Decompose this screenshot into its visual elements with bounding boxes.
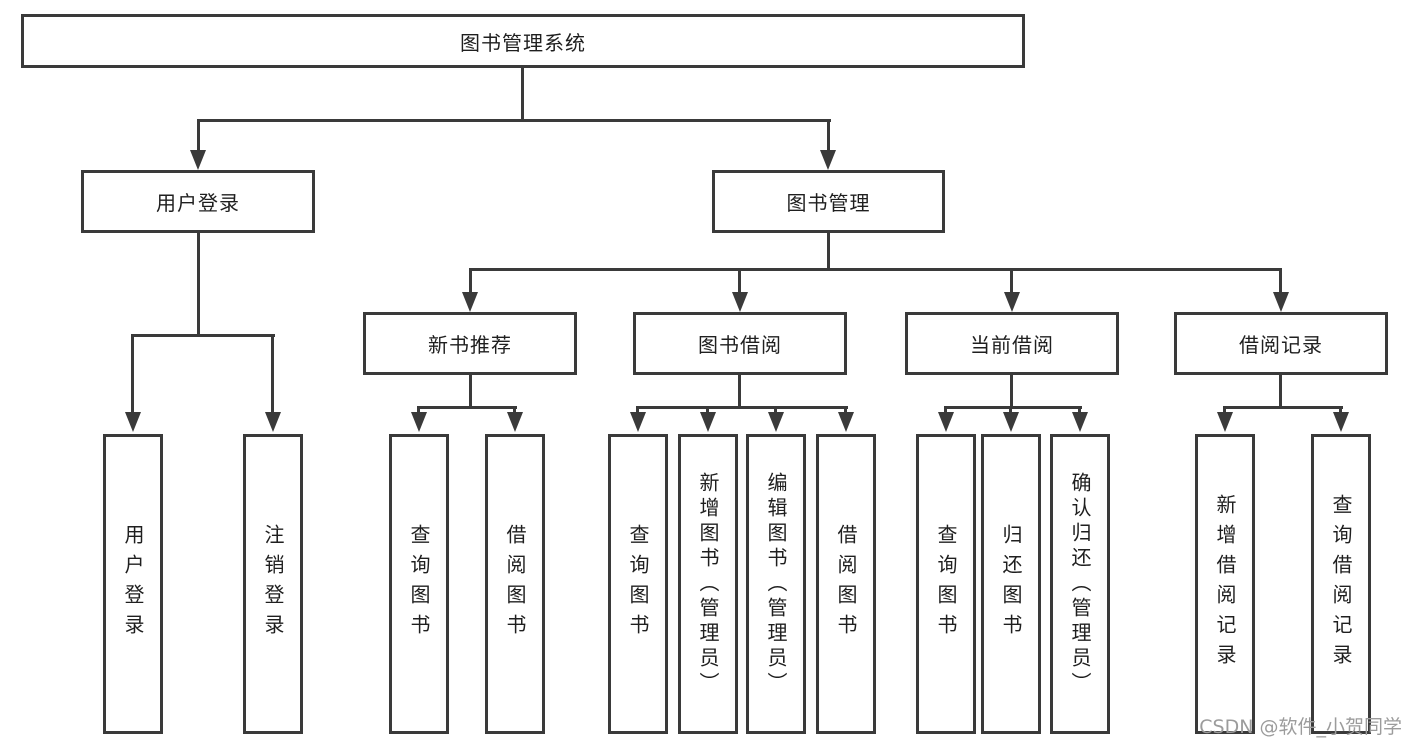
leaf-user-login: 用户登录 [103, 434, 163, 734]
leaf-query-books-recommend-label: 查询图书 [407, 524, 431, 644]
node-book-borrow-label: 图书借阅 [698, 333, 782, 357]
arrow-down-icon [1003, 412, 1019, 432]
connector-stem [827, 119, 830, 152]
arrow-down-icon [838, 412, 854, 432]
arrow-down-icon [1273, 292, 1289, 312]
leaf-add-borrow-record-label: 新增借阅记录 [1213, 494, 1237, 674]
connector-stem [197, 119, 200, 152]
node-current-borrow-label: 当前借阅 [970, 333, 1054, 357]
connector-stem [738, 268, 741, 294]
arrow-down-icon [630, 412, 646, 432]
connector-new-book-stub [469, 375, 472, 408]
node-borrow-records-label: 借阅记录 [1239, 333, 1323, 357]
leaf-user-login-label: 用户登录 [121, 524, 145, 644]
node-book-management: 图书管理 [712, 170, 945, 233]
leaf-query-books-recommend: 查询图书 [389, 434, 449, 734]
node-book-management-label: 图书管理 [786, 191, 871, 215]
connector-stem [271, 334, 274, 414]
leaf-return-books: 归还图书 [981, 434, 1041, 734]
connector-new-book-bar [417, 406, 517, 409]
connector-root-stub [521, 68, 524, 122]
connector-current-borrow-stub [1010, 375, 1013, 408]
connector-book-mgmt-stub [827, 233, 830, 270]
connector-current-borrow-bar [944, 406, 1082, 409]
arrow-down-icon [190, 150, 206, 170]
connector-stem [1223, 406, 1226, 416]
node-new-book-recommend-label: 新书推荐 [428, 333, 512, 357]
connector-borrow-records-stub [1279, 375, 1282, 408]
arrow-down-icon [732, 292, 748, 312]
connector-stem [131, 334, 134, 414]
node-user-login-label: 用户登录 [156, 191, 240, 215]
connector-stem [1279, 268, 1282, 294]
leaf-confirm-return-admin-label: 确认归还（管理员） [1068, 471, 1092, 697]
leaf-confirm-return-admin: 确认归还（管理员） [1050, 434, 1110, 734]
connector-stem [944, 406, 947, 416]
connector-stem [1010, 268, 1013, 294]
connector-book-borrow-bar [636, 406, 848, 409]
connector-borrow-records-bar [1223, 406, 1343, 409]
connector-stem [1009, 406, 1012, 416]
node-book-borrow: 图书借阅 [633, 312, 847, 375]
arrow-down-icon [1217, 412, 1233, 432]
connector-user-login-bar [131, 334, 275, 337]
node-borrow-records: 借阅记录 [1174, 312, 1388, 375]
leaf-query-books-current-label: 查询图书 [934, 524, 958, 644]
leaf-borrow-books-recommend: 借阅图书 [485, 434, 545, 734]
arrow-down-icon [768, 412, 784, 432]
connector-level2-bar [469, 268, 1281, 271]
csdn-watermark: CSDN @软件_小贺同学 [1199, 716, 1402, 738]
leaf-borrow-books-label: 借阅图书 [834, 524, 858, 644]
node-library-system: 图书管理系统 [21, 14, 1025, 68]
arrow-down-icon [700, 412, 716, 432]
connector-stem [706, 406, 709, 416]
leaf-query-books-borrow-label: 查询图书 [626, 524, 650, 644]
leaf-query-borrow-record: 查询借阅记录 [1311, 434, 1371, 734]
leaf-edit-books-admin: 编辑图书（管理员） [746, 434, 806, 734]
leaf-add-books-admin-label: 新增图书（管理员） [696, 471, 720, 697]
leaf-logout-label: 注销登录 [261, 524, 285, 644]
arrow-down-icon [265, 412, 281, 432]
connector-book-borrow-stub [738, 375, 741, 408]
leaf-query-borrow-record-label: 查询借阅记录 [1329, 494, 1353, 674]
arrow-down-icon [1333, 412, 1349, 432]
connector-stem [417, 406, 420, 416]
arrow-down-icon [507, 412, 523, 432]
connector-user-login-stub [197, 233, 200, 336]
leaf-edit-books-admin-label: 编辑图书（管理员） [764, 471, 788, 697]
leaf-query-books-current: 查询图书 [916, 434, 976, 734]
node-user-login: 用户登录 [81, 170, 315, 233]
leaf-borrow-books-recommend-label: 借阅图书 [503, 524, 527, 644]
connector-stem [513, 406, 516, 416]
arrow-down-icon [938, 412, 954, 432]
arrow-down-icon [125, 412, 141, 432]
connector-stem [774, 406, 777, 416]
arrow-down-icon [411, 412, 427, 432]
leaf-add-books-admin: 新增图书（管理员） [678, 434, 738, 734]
connector-stem [469, 268, 472, 294]
leaf-borrow-books: 借阅图书 [816, 434, 876, 734]
node-new-book-recommend: 新书推荐 [363, 312, 577, 375]
arrow-down-icon [1004, 292, 1020, 312]
connector-stem [1078, 406, 1081, 416]
connector-stem [844, 406, 847, 416]
leaf-query-books-borrow: 查询图书 [608, 434, 668, 734]
arrow-down-icon [820, 150, 836, 170]
leaf-return-books-label: 归还图书 [999, 524, 1023, 644]
arrow-down-icon [462, 292, 478, 312]
leaf-logout: 注销登录 [243, 434, 303, 734]
leaf-add-borrow-record: 新增借阅记录 [1195, 434, 1255, 734]
node-library-system-label: 图书管理系统 [460, 30, 586, 55]
node-current-borrow: 当前借阅 [905, 312, 1119, 375]
arrow-down-icon [1072, 412, 1088, 432]
connector-stem [636, 406, 639, 416]
connector-level1-bar [197, 119, 831, 122]
connector-stem [1339, 406, 1342, 416]
